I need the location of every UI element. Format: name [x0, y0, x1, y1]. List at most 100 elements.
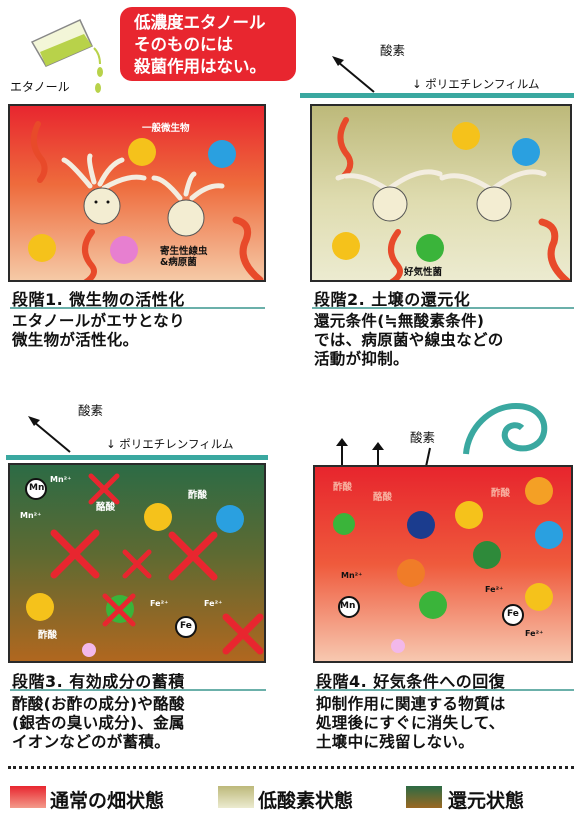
cross-mark-icon — [168, 531, 218, 581]
nematode-icon — [388, 229, 403, 280]
rolled-film-icon — [463, 402, 548, 455]
acetic-label: 酢酸 — [333, 482, 353, 493]
acetic-label: 酢酸 — [491, 488, 511, 499]
stage2-desc: 還元条件(≒無酸素条件) では、病原菌や線虫などの 活動が抑制。 — [314, 312, 504, 368]
fe-ion-label: Fe²⁺ — [150, 599, 169, 608]
stage4-underline — [314, 689, 574, 691]
callout-line-3: 殺菌作用はない。 — [134, 57, 266, 76]
blue-microbe-icon — [216, 505, 244, 533]
sad-green-microbe-icon — [416, 234, 444, 262]
mn-ion-label: Mn²⁺ — [20, 511, 42, 520]
acetic-label: 酢酸 — [188, 490, 208, 501]
legend-label-reduced: 還元状態 — [448, 790, 525, 812]
butyric-label: 酪酸 — [373, 492, 393, 503]
green-pacman-microbe-icon — [473, 541, 501, 569]
fe-label: Fe — [507, 609, 519, 619]
blue-microbe-icon — [535, 521, 563, 549]
fe-label: Fe — [180, 621, 192, 631]
yellow-microbe-icon — [26, 593, 54, 621]
cross-mark-icon — [222, 613, 264, 655]
polyethylene-film-3 — [6, 455, 268, 460]
legend-swatch-normal — [10, 786, 46, 808]
pink-microbe-icon — [110, 236, 138, 264]
legend-swatch-low-oxygen — [218, 786, 254, 808]
oxygen-label-3: 酸素 — [78, 403, 104, 418]
cross-mark-icon — [102, 593, 136, 627]
legend-divider — [8, 766, 574, 769]
blue-microbe-icon — [208, 140, 236, 168]
nematode-icon — [30, 121, 48, 183]
nematode-icon — [337, 117, 354, 179]
legend-label-low-oxygen: 低酸素状態 — [258, 790, 354, 812]
mn-ion-label: Mn²⁺ — [50, 475, 72, 484]
fungus-face-icon — [439, 169, 547, 222]
blue-pacman-microbe-icon — [407, 511, 435, 539]
film-label-3: ↓ ポリエチレンフィルム — [106, 437, 234, 451]
stage4-desc: 抑制作用に関連する物質は 処理後にすぐに消失して、 土壌中に残留しない。 — [316, 695, 506, 751]
stage2-panel: 好気性菌 — [310, 104, 572, 282]
mn-label: Mn — [29, 483, 45, 493]
stage1-desc: エタノールがエサとなり 微生物が活性化。 — [12, 312, 185, 349]
oxygen-arrow-icon — [332, 56, 375, 93]
orange-microbe-icon — [397, 559, 425, 587]
fungus-face-icon — [151, 171, 225, 237]
green-microbe-icon — [419, 591, 447, 619]
parasites-label: 寄生性線虫 &病原菌 — [160, 246, 208, 268]
legend-swatch-reduced — [406, 786, 442, 808]
stage1-underline — [10, 307, 265, 309]
aerobic-label: 好気性菌 — [404, 267, 443, 278]
fe-ion-label: Fe²⁺ — [485, 585, 504, 594]
oxygen-arrow-icon — [28, 416, 71, 453]
oxygen-label-2: 酸素 — [380, 43, 406, 58]
nematode-icon — [538, 218, 570, 280]
stage3-title: 段階3. 有効成分の蓄積 — [12, 672, 185, 691]
yellow-microbe-icon — [455, 501, 483, 529]
general-microbes-label: 一般微生物 — [142, 123, 190, 134]
stage1-title: 段階1. 微生物の活性化 — [12, 290, 185, 309]
ethanol-label: エタノール — [10, 80, 70, 94]
yellow-microbe-icon — [332, 232, 360, 260]
fe-ion-label: Fe²⁺ — [204, 599, 223, 608]
stage4-title: 段階4. 好気条件への回復 — [316, 672, 506, 691]
mn-ion-icon — [338, 596, 360, 618]
cross-mark-icon — [122, 549, 152, 579]
note-callout: 低濃度エタノール そのものには 殺菌作用はない。 — [120, 7, 296, 81]
callout-line-1: 低濃度エタノール — [134, 13, 266, 32]
nematode-icon — [82, 229, 97, 280]
nematode-icon — [232, 216, 264, 280]
fungus-face-icon — [335, 169, 443, 222]
stage2-title: 段階2. 土壌の還元化 — [314, 290, 471, 309]
oxygen-label-4: 酸素 — [410, 430, 436, 445]
stage1-panel: 一般微生物 寄生性線虫 &病原菌 — [8, 104, 266, 282]
yellow-microbe-icon — [525, 583, 553, 611]
callout-line-2: そのものには — [134, 35, 233, 54]
yellow-microbe-icon — [452, 122, 480, 150]
fe-ion-label: Fe²⁺ — [525, 629, 544, 638]
fungus-face-icon — [61, 153, 147, 225]
mn-label: Mn — [340, 601, 356, 611]
mn-ion-icon — [25, 478, 47, 500]
pink-microbe-icon — [82, 643, 96, 657]
mn-ion-label: Mn²⁺ — [341, 571, 363, 580]
legend-label-normal: 通常の畑状態 — [50, 790, 165, 812]
yellow-microbe-icon — [128, 138, 156, 166]
cross-mark-icon — [88, 473, 120, 505]
fe-ion-icon — [502, 604, 524, 626]
acetic-label: 酢酸 — [38, 630, 58, 641]
stage4-panel: 酢酸 酪酸 酢酸 Mn Mn²⁺ Fe Fe²⁺ Fe²⁺ — [313, 465, 573, 663]
film-label-2: ↓ ポリエチレンフィルム — [412, 77, 540, 91]
butyric-label: 酪酸 — [96, 502, 116, 513]
blue-microbe-icon — [512, 138, 540, 166]
ethanol-flask-icon — [30, 19, 103, 93]
fe-ion-icon — [175, 616, 197, 638]
stage3-underline — [10, 689, 266, 691]
pink-microbe-icon — [391, 639, 405, 653]
stage3-desc: 酢酸(お酢の成分)や酪酸 (銀杏の臭い成分)、金属 イオンなどのが蓄積。 — [12, 695, 185, 751]
stage3-panel: Mn Mn²⁺ Mn²⁺ 酪酸 酢酸 酢酸 Fe Fe²⁺ Fe²⁺ — [8, 463, 266, 663]
polyethylene-film-2 — [300, 93, 574, 98]
cross-mark-icon — [50, 529, 100, 579]
yellow-microbe-icon — [28, 234, 56, 262]
green-microbe-icon — [333, 513, 355, 535]
stage2-underline — [312, 307, 574, 309]
pacman-microbe-icon — [525, 477, 553, 505]
